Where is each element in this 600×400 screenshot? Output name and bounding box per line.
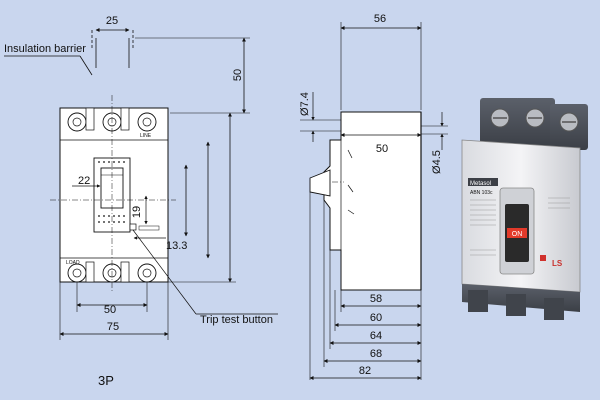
handle-dim-label: 22 (78, 175, 90, 187)
terminal-screw-icon (142, 117, 152, 127)
d82-dim-label: 82 (359, 365, 371, 377)
screw-dim-label: Ø4.5 (431, 150, 443, 174)
line-label: LINE (140, 133, 152, 139)
breaker-side-body (323, 111, 422, 291)
brand-label: Metasol (470, 181, 491, 187)
nameplate (138, 225, 160, 231)
front-view: 25 Insulation barrier 50 LINE (4, 15, 278, 388)
brand-plate (468, 178, 498, 186)
load-terminal-lug (506, 294, 526, 316)
load-terminal-lug (544, 298, 564, 320)
trip-test-button-marker (129, 223, 137, 231)
mount-width-dim-label: 50 (104, 304, 116, 316)
terminal-screw-icon (142, 268, 152, 278)
terminal-screw-icon (72, 268, 82, 278)
trip-test-label: Trip test button (200, 314, 273, 326)
terminal-screw-icon (67, 263, 87, 283)
insulation-barrier-label: Insulation barrier (4, 43, 86, 55)
load-terminal-lug (468, 290, 488, 312)
d58-dim-label: 58 (370, 293, 382, 305)
spec-text-lines (470, 197, 570, 256)
d60-dim-label: 60 (370, 312, 382, 324)
terminal-screw-icon (137, 112, 157, 132)
top-width-dim-label: 56 (374, 13, 386, 25)
terminal-screw-icon (72, 117, 82, 127)
insulation-barrier (85, 107, 95, 131)
button-v-dim-label: 19 (131, 206, 143, 218)
pitch-dim-label: 25 (106, 15, 118, 27)
d64-dim-label: 64 (370, 330, 382, 342)
product-photo: Metasol ABN 103c ON LS (461, 98, 588, 320)
side-detail-line (347, 209, 355, 215)
trip-test-button (540, 255, 546, 261)
trip-test-leader (132, 229, 197, 315)
insulation-barrier (120, 261, 130, 283)
on-indicator (507, 228, 527, 238)
model-label: 3P (98, 373, 114, 388)
side-handle (309, 169, 331, 197)
vent-holes (98, 161, 125, 223)
d68-dim-label: 68 (370, 348, 382, 360)
load-label: LOAD (66, 260, 80, 266)
terminal-screw-icon (137, 263, 157, 283)
hole-dim-label: Ø7.4 (299, 92, 311, 116)
body-width-dim-label: 75 (107, 321, 119, 333)
ls-logo: LS (552, 259, 563, 268)
button-h-dim-label: 13.3 (166, 240, 187, 252)
on-label: ON (512, 231, 523, 238)
insulation-barrier (120, 107, 130, 131)
model-text: ABN 103c (470, 190, 493, 196)
insulation-barrier-leader (79, 55, 93, 76)
depth-dim-label: 50 (376, 143, 388, 155)
terminal-screw-icon (67, 112, 87, 132)
insulation-barrier (85, 261, 95, 283)
side-detail-line (347, 149, 353, 159)
top-ext-dim-label: 50 (232, 69, 244, 81)
side-view: 56 Ø7.4 50 Ø4.5 58 (299, 13, 448, 380)
side-detail-line (347, 184, 354, 193)
